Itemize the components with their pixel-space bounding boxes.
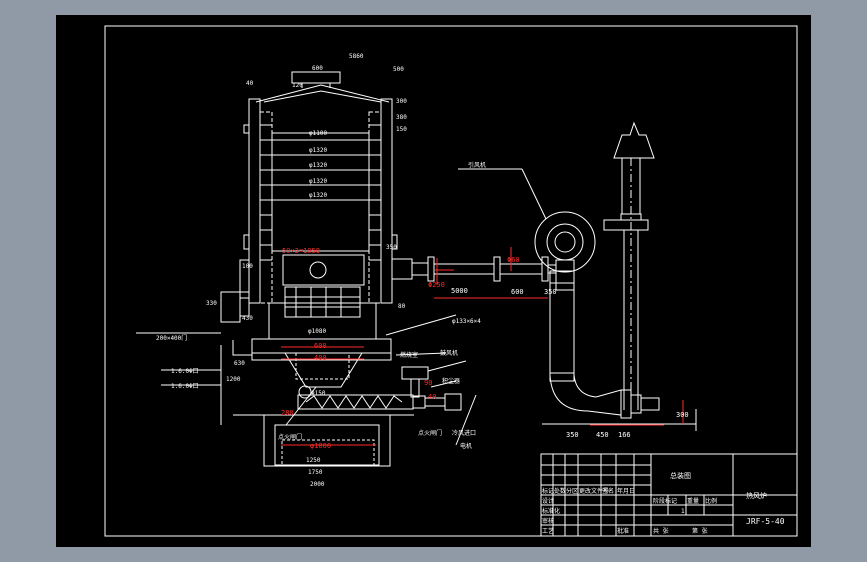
- label-air-inlet: 冷风进口: [452, 429, 476, 437]
- col-header-file: 更改文件号: [579, 487, 609, 495]
- title-block: [540, 453, 798, 537]
- dim-phi-1320-b: φ1320: [309, 162, 327, 169]
- dim-phi-60: Φ60: [507, 256, 520, 264]
- dim-phi-150: Φ150: [311, 390, 326, 397]
- label-blower: 鼓风机: [440, 349, 458, 357]
- dim-phi-1320-a: φ1320: [309, 147, 327, 154]
- label-valve-box: 200×400门: [156, 334, 187, 342]
- dim-400r: 400: [314, 354, 327, 362]
- dim-300-top: 300: [396, 98, 407, 105]
- induced-draft-fan: [534, 211, 660, 419]
- dim-330: 330: [206, 300, 217, 307]
- dim-phi-250: Φ250: [428, 281, 445, 289]
- scale-label: 比例: [705, 497, 717, 505]
- dim-300r: 300: [676, 411, 689, 419]
- dim-90: 90: [424, 379, 432, 387]
- row-label-review: 审核: [542, 517, 554, 525]
- dim-600b: 600: [511, 288, 524, 296]
- dim-1200: 1200: [226, 376, 241, 383]
- label-motor: 电机: [460, 442, 472, 450]
- dim-500-top: 500: [393, 66, 404, 73]
- dim-5000: 5000: [451, 287, 468, 295]
- dim-40: 40: [246, 80, 254, 87]
- dim-40r: 40: [428, 393, 436, 401]
- col-header-sign: 签名: [602, 487, 614, 495]
- col-header-mark: 标记: [542, 487, 554, 495]
- dim-phi-1320-c: φ1320: [309, 178, 327, 185]
- label-left-1: 1.6.0Φ口: [171, 368, 199, 375]
- dim-150: 150: [396, 126, 407, 133]
- dim-100: 100: [242, 263, 253, 270]
- drawing-canvas: 5860 600 500 120 40 300 380 150 φ1100 φ1…: [104, 25, 798, 537]
- dim-280: 280: [281, 409, 294, 417]
- stage-label: 阶段标记: [653, 497, 677, 505]
- row-label-approve: 批准: [617, 527, 629, 535]
- label-left-2: 1.6.0Φ口: [171, 383, 199, 390]
- drawing-code: JRF-5-40: [746, 517, 785, 526]
- col-header-date: 年月日: [617, 487, 635, 495]
- label-coal-chamber: 燃烧室: [400, 351, 418, 359]
- leader-lines: [136, 168, 547, 446]
- dim-430: 430: [242, 315, 253, 322]
- product-name: 热风炉: [746, 491, 767, 500]
- row-label-design: 设计: [542, 497, 554, 505]
- label-duct: φ133×6×4: [452, 318, 481, 325]
- drawing-name: 总装图: [670, 471, 691, 480]
- dim-600r: 600: [314, 342, 327, 350]
- dim-350: 350: [386, 244, 397, 251]
- dim-1250: 1250: [306, 457, 321, 464]
- dim-350b: 350: [544, 288, 557, 296]
- label-ash-collector: 积尘器: [442, 377, 460, 385]
- dim-120: 120: [292, 82, 303, 89]
- dim-2000: 2000: [310, 481, 325, 488]
- weight-label: 重量: [687, 497, 699, 505]
- dim-450: 450: [596, 431, 609, 439]
- label-induced-fan: 引风机: [468, 161, 486, 169]
- drawing-sheet: 5860 600 500 120 40 300 380 150 φ1100 φ1…: [56, 15, 811, 547]
- col-header-count: 处数: [554, 487, 566, 495]
- col-header-zone: 分区: [566, 487, 578, 495]
- label-gate-2: 点火闸门: [418, 429, 442, 437]
- dim-phi-1100: φ1100: [309, 130, 327, 137]
- dim-phi-1080: φ1080: [308, 328, 326, 335]
- dim-166: 166: [618, 431, 631, 439]
- dimension-markers: [281, 247, 684, 446]
- chimney: [603, 121, 655, 410]
- dim-phi-1000: φ1000: [310, 442, 331, 450]
- hot-air-duct: [391, 256, 556, 282]
- sheet-label: 第 张: [692, 527, 708, 535]
- dim-380: 380: [396, 114, 407, 121]
- top-dim-label: 5860: [349, 53, 364, 60]
- row-label-standard: 标准化: [542, 507, 560, 515]
- drawing-frame: [104, 25, 798, 537]
- red-dimension-text: 50×3=1050 5000 600 350 600 400 φ1000 Φ25…: [281, 247, 689, 450]
- dim-80: 80: [398, 303, 406, 310]
- ground-line: [542, 409, 697, 431]
- row-label-process: 工艺: [542, 527, 554, 535]
- dim-phi-1320-d: φ1320: [309, 192, 327, 199]
- title-block-text: 总装图 热风炉 JRF-5-40 标记 处数 分区 更改文件号 签名 年月日 设…: [542, 471, 785, 535]
- dim-600: 600: [312, 65, 323, 72]
- sheet-number: 1: [681, 508, 685, 515]
- furnace-tower: [220, 71, 462, 467]
- furnace-dimension-text: 5860 600 500 120 40 300 380 150 φ1100 φ1…: [206, 53, 407, 488]
- dim-630: 630: [234, 360, 245, 367]
- sheet-count-label: 共 张: [653, 527, 669, 535]
- dim-1750: 1750: [308, 469, 323, 476]
- annotation-labels: 引风机 φ133×6×4 200×400门 1.6.0Φ口 1.6.0Φ口 燃烧…: [156, 161, 486, 450]
- dim-350c: 350: [566, 431, 579, 439]
- dim-50x3: 50×3=1050: [282, 247, 320, 255]
- label-gate-1: 点火闸门: [278, 433, 302, 441]
